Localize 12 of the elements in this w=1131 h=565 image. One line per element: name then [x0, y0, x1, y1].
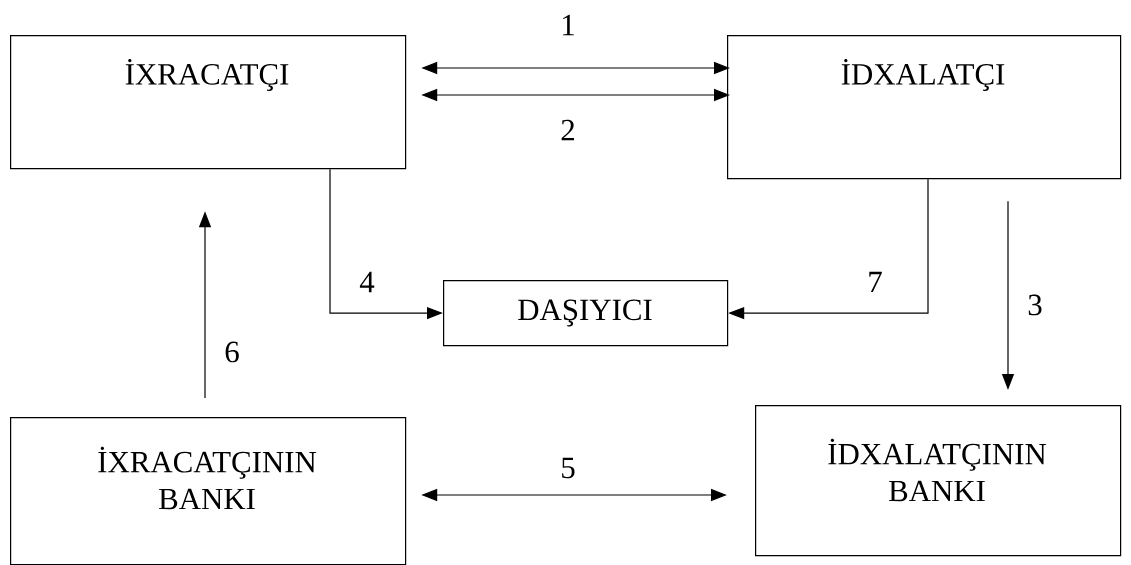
box: İDXALATÇI: [727, 35, 1122, 180]
edge-label: 4: [358, 270, 376, 294]
edge-label: 7: [866, 270, 884, 294]
edge-label: 2: [559, 118, 577, 142]
box: İXRACATÇI: [10, 35, 407, 170]
edge-label: 6: [223, 340, 241, 364]
box: İXRACATÇININ BANKI: [10, 417, 407, 565]
edge-label: 1: [559, 13, 577, 37]
box: DAŞIYICI: [443, 280, 729, 347]
box: İDXALATÇININ BANKI: [755, 405, 1122, 557]
edge-label: 5: [559, 456, 577, 480]
edge-label: 3: [1026, 293, 1044, 317]
